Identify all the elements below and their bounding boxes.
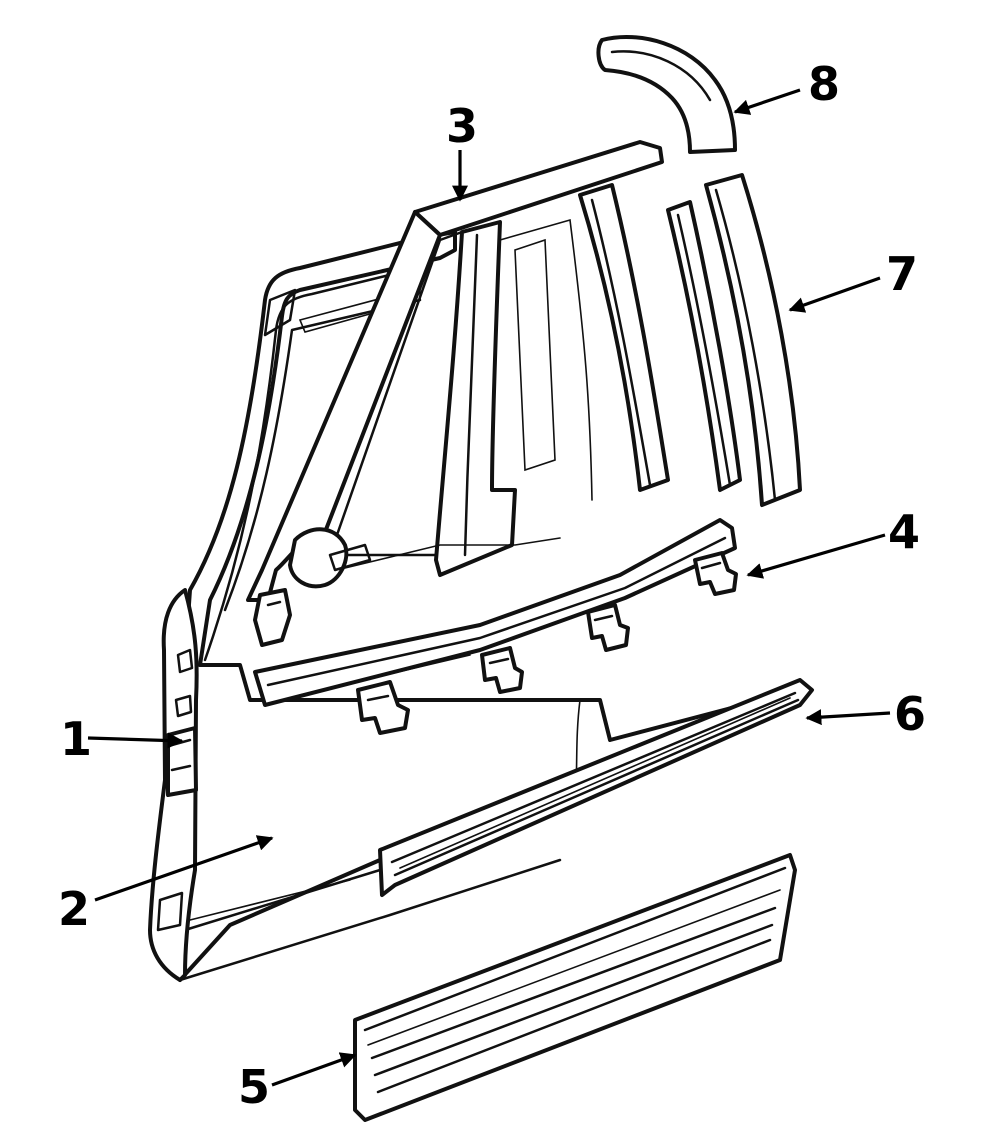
door-shell-part[interactable]: [176, 230, 802, 982]
leader-7: [788, 276, 881, 313]
leader-2: [94, 835, 274, 902]
lower-body-molding-part[interactable]: [353, 853, 797, 1122]
clip: [480, 646, 524, 694]
pillar-applique-part[interactable]: [666, 173, 802, 507]
side-molding-part[interactable]: [378, 678, 814, 897]
leader-6: [805, 709, 891, 726]
leader-8: [733, 88, 801, 115]
leader-1: [87, 732, 184, 749]
callout-7[interactable]: 7: [886, 247, 918, 301]
callout-4[interactable]: 4: [888, 505, 920, 559]
door-frame-edge-part[interactable]: [148, 588, 199, 982]
window-frame-part[interactable]: [246, 140, 670, 647]
clip: [356, 680, 410, 735]
leader-5: [271, 1052, 357, 1087]
callout-6[interactable]: 6: [894, 687, 926, 741]
leader-4: [746, 533, 886, 579]
callout-1[interactable]: 1: [60, 712, 92, 766]
callout-2[interactable]: 2: [58, 882, 90, 936]
callout-5[interactable]: 5: [238, 1060, 270, 1114]
roof-trim-part[interactable]: [596, 35, 737, 154]
clip: [586, 603, 630, 652]
callout-8[interactable]: 8: [808, 57, 840, 111]
clip: [693, 551, 738, 596]
callout-3[interactable]: 3: [446, 99, 478, 153]
belt-molding-part[interactable]: [253, 518, 738, 735]
